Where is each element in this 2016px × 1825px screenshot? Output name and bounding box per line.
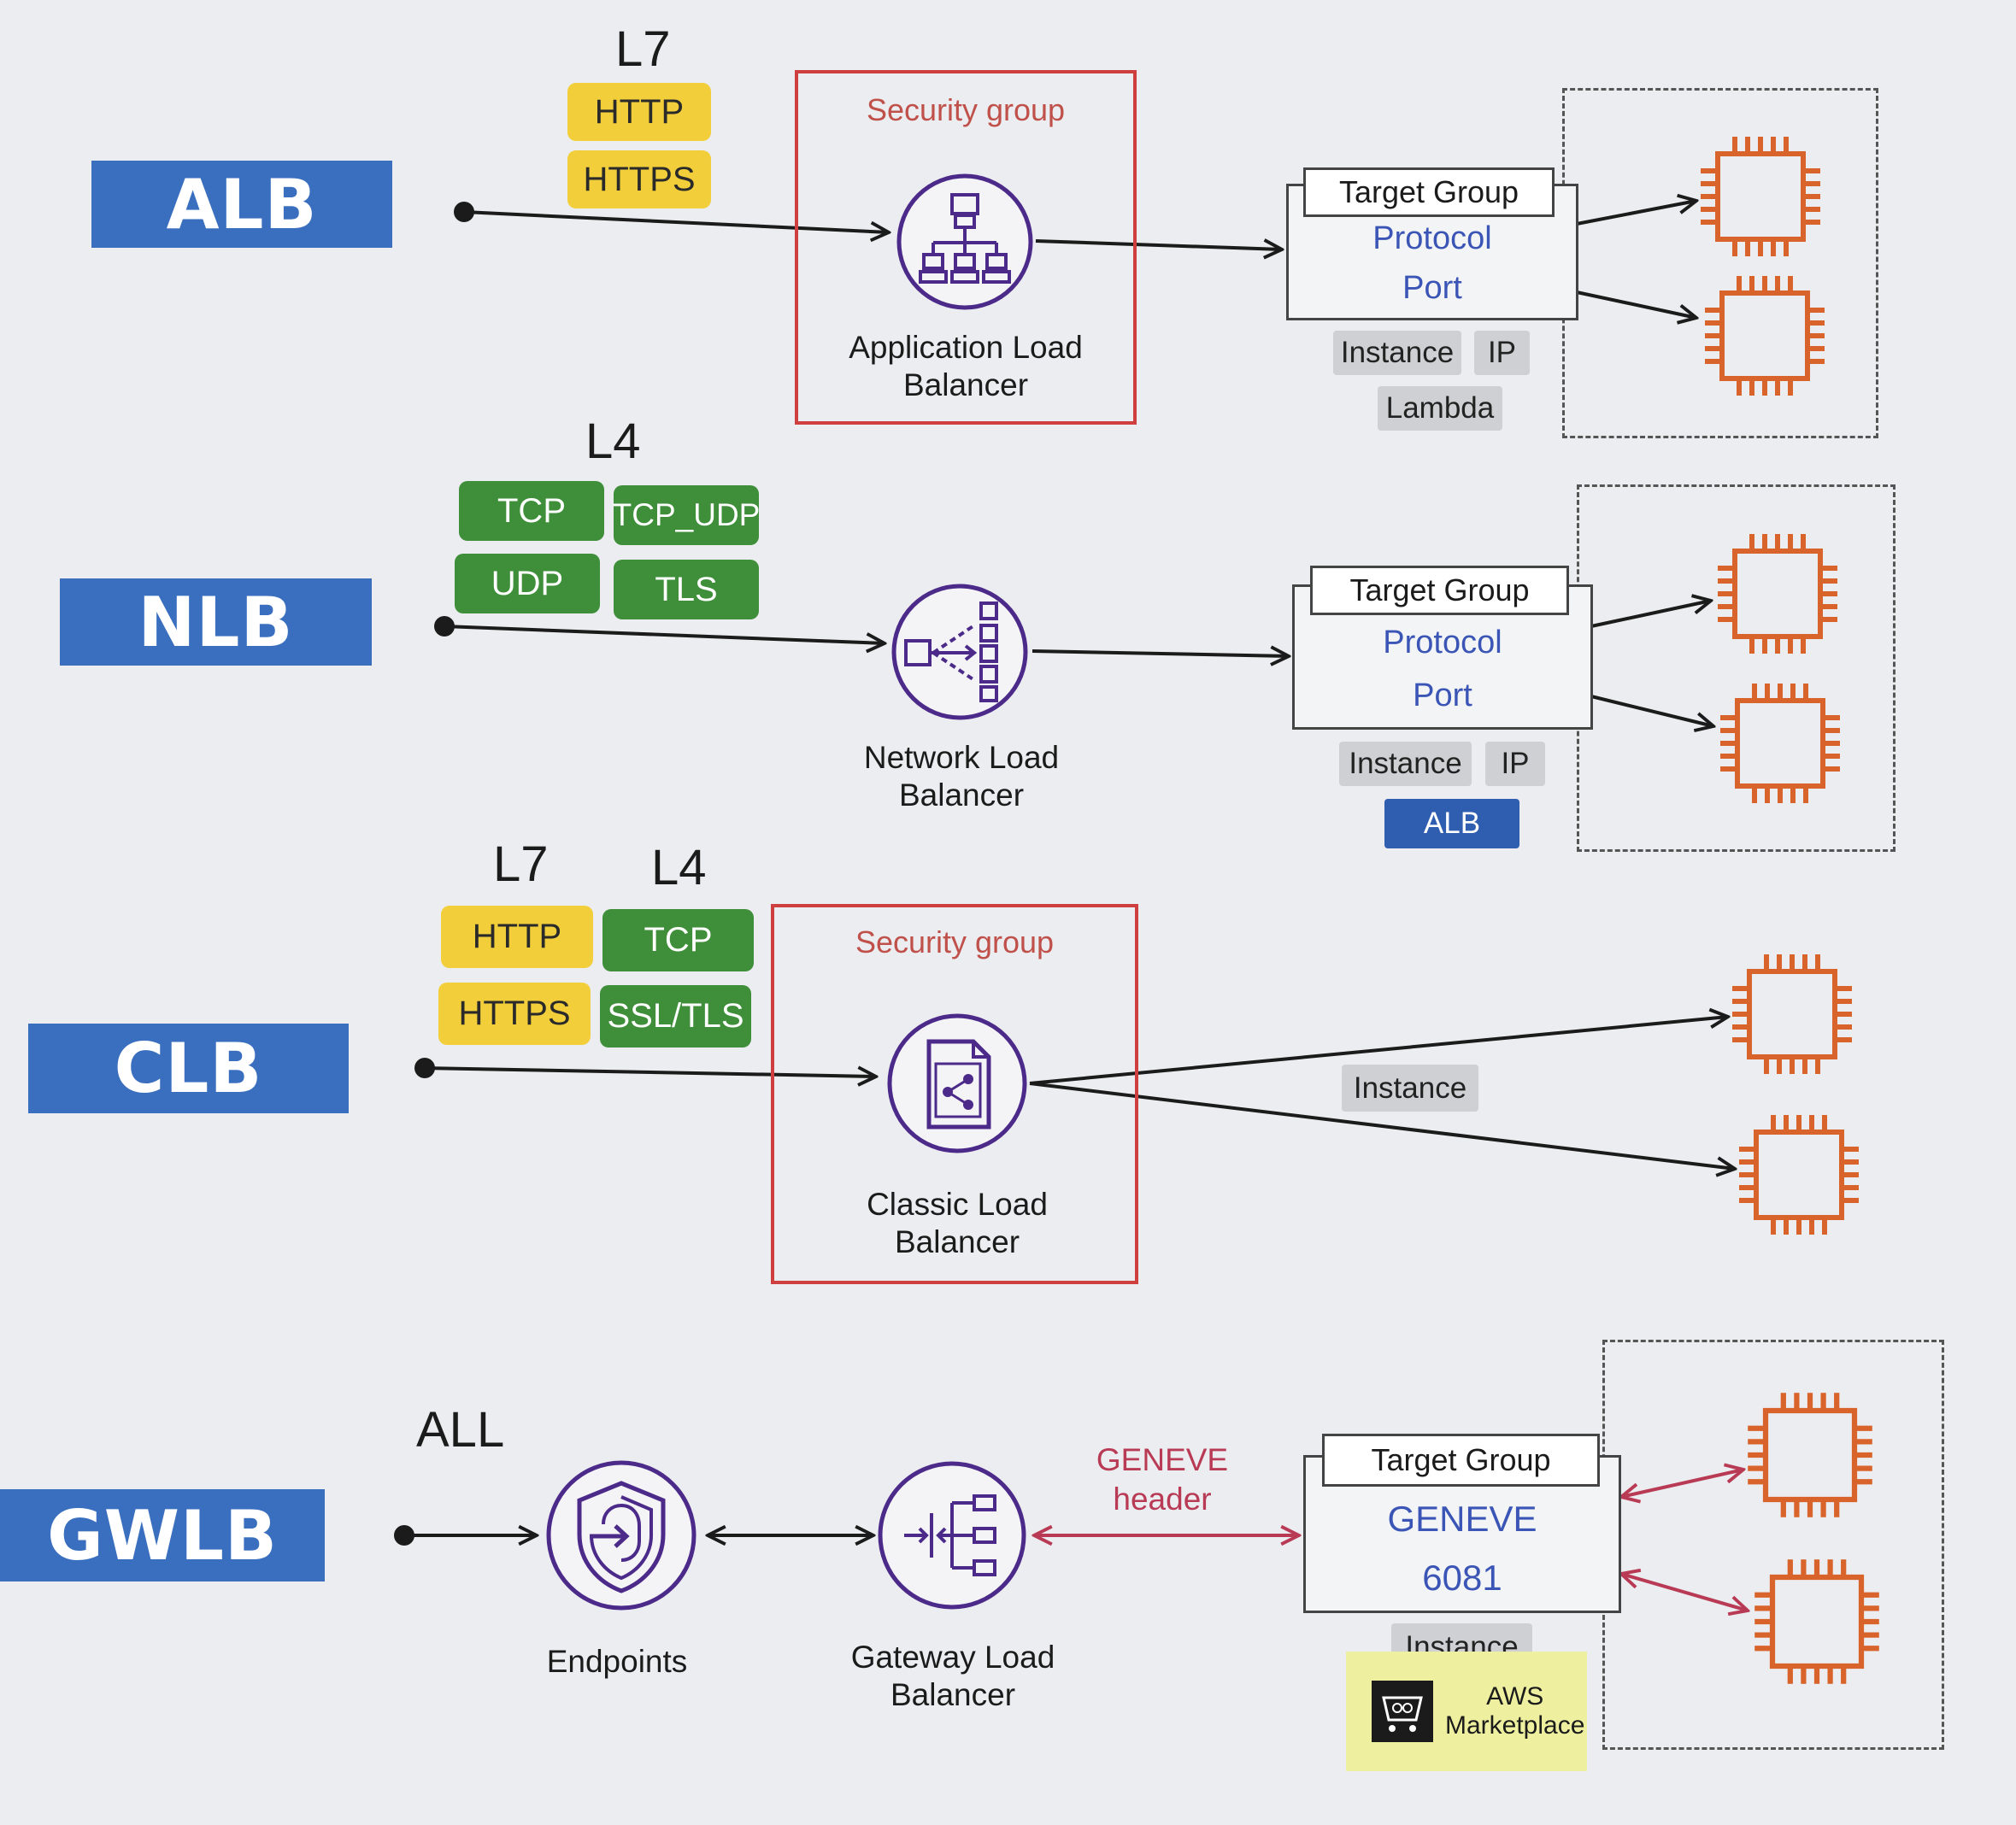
endpoints-icon xyxy=(546,1460,696,1611)
nlb-protocol-udp: UDP xyxy=(455,554,600,613)
alb-protocol-http: HTTP xyxy=(567,83,711,141)
aws-marketplace-icon xyxy=(1372,1681,1433,1742)
clb-instance-2-icon xyxy=(1739,1115,1859,1235)
network-load-balancer-icon xyxy=(891,584,1028,720)
aws-marketplace-line2: Marketplace xyxy=(1445,1711,1585,1740)
nlb-target-group-title: Target Group xyxy=(1310,566,1569,615)
application-load-balancer-icon xyxy=(896,173,1033,310)
clb-protocol-tcp: TCP xyxy=(602,909,754,971)
aws-marketplace-line1: AWS xyxy=(1486,1682,1544,1711)
gwlb-caption: Gateway Load Balancer xyxy=(820,1639,1085,1714)
nlb-instance-1-icon xyxy=(1718,534,1837,654)
alb-target-lambda: Lambda xyxy=(1378,386,1502,431)
gwlb-target-group-title: Target Group xyxy=(1322,1434,1600,1487)
nlb-target-group-protocol: Protocol xyxy=(1383,625,1502,660)
clb-security-group: Security group xyxy=(771,904,1138,1284)
nlb-label: NLB xyxy=(60,578,372,666)
alb-layer-label: L7 xyxy=(615,21,671,77)
gwlb-instance-2-icon xyxy=(1754,1559,1879,1684)
clb-caption-line2: Balancer xyxy=(894,1224,1020,1259)
clb-caption: Classic Load Balancer xyxy=(825,1186,1090,1261)
gwlb-label: GWLB xyxy=(0,1489,325,1581)
alb-security-group: Security group xyxy=(795,70,1137,425)
nlb-instance-2-icon xyxy=(1720,684,1840,803)
nlb-layer-label: L4 xyxy=(585,414,641,469)
nlb-target-alb: ALB xyxy=(1384,799,1519,848)
clb-target-instance: Instance xyxy=(1342,1065,1478,1112)
alb-instance-2-icon xyxy=(1705,276,1825,396)
endpoints-caption: Endpoints xyxy=(546,1644,688,1679)
clb-security-group-title: Security group xyxy=(855,924,1055,959)
gwlb-layer-label: ALL xyxy=(416,1402,505,1458)
clb-protocol-http: HTTP xyxy=(441,906,593,968)
alb-label: ALB xyxy=(91,161,392,248)
aws-marketplace-badge: AWS Marketplace xyxy=(1346,1652,1587,1771)
alb-target-group-port: Port xyxy=(1402,270,1462,306)
nlb-caption-line1: Network Load xyxy=(863,740,1060,775)
alb-caption-line2: Balancer xyxy=(902,367,1029,402)
clb-label: CLB xyxy=(28,1024,349,1113)
gwlb-caption-line2: Balancer xyxy=(890,1677,1016,1712)
geneve-header-line2: header xyxy=(1113,1482,1212,1517)
gwlb-target-group-port: 6081 xyxy=(1422,1558,1502,1598)
alb-security-group-title: Security group xyxy=(866,92,1066,127)
alb-instance-1-icon xyxy=(1701,137,1820,256)
alb-protocol-https: HTTPS xyxy=(567,150,711,208)
clb-instance-1-icon xyxy=(1732,954,1852,1074)
nlb-caption-line2: Balancer xyxy=(898,778,1025,813)
nlb-target-ip: IP xyxy=(1485,742,1545,786)
alb-caption-line1: Application Load xyxy=(849,330,1083,365)
nlb-protocol-tcp-udp: TCP_UDP xyxy=(613,485,760,545)
clb-protocol-ssl-tls: SSL/TLS xyxy=(600,985,751,1047)
alb-target-group-title: Target Group xyxy=(1303,167,1555,217)
gwlb-target-group-geneve: GENEVE xyxy=(1387,1499,1537,1539)
classic-load-balancer-icon xyxy=(887,1013,1027,1153)
clb-layer-l4-label: L4 xyxy=(651,840,707,895)
alb-target-instance: Instance xyxy=(1333,331,1461,375)
clb-protocol-https: HTTPS xyxy=(438,983,591,1045)
nlb-target-instance: Instance xyxy=(1339,742,1472,786)
alb-caption: Application Load Balancer xyxy=(833,329,1098,404)
geneve-header-label: GENEVE header xyxy=(1060,1441,1265,1519)
clb-layer-l7-label: L7 xyxy=(493,836,549,892)
aws-marketplace-text: AWS Marketplace xyxy=(1445,1682,1584,1740)
gwlb-caption-line1: Gateway Load xyxy=(850,1640,1055,1675)
geneve-header-line1: GENEVE xyxy=(1096,1442,1229,1477)
clb-caption-line1: Classic Load xyxy=(867,1187,1048,1222)
alb-target-ip: IP xyxy=(1474,331,1530,375)
alb-target-group-protocol: Protocol xyxy=(1372,220,1492,256)
gateway-load-balancer-icon xyxy=(878,1461,1026,1610)
nlb-protocol-tls: TLS xyxy=(614,560,759,619)
nlb-caption: Network Load Balancer xyxy=(829,739,1094,814)
gwlb-instance-1-icon xyxy=(1748,1393,1872,1517)
nlb-protocol-tcp: TCP xyxy=(459,481,604,541)
nlb-target-group-port: Port xyxy=(1413,678,1472,713)
